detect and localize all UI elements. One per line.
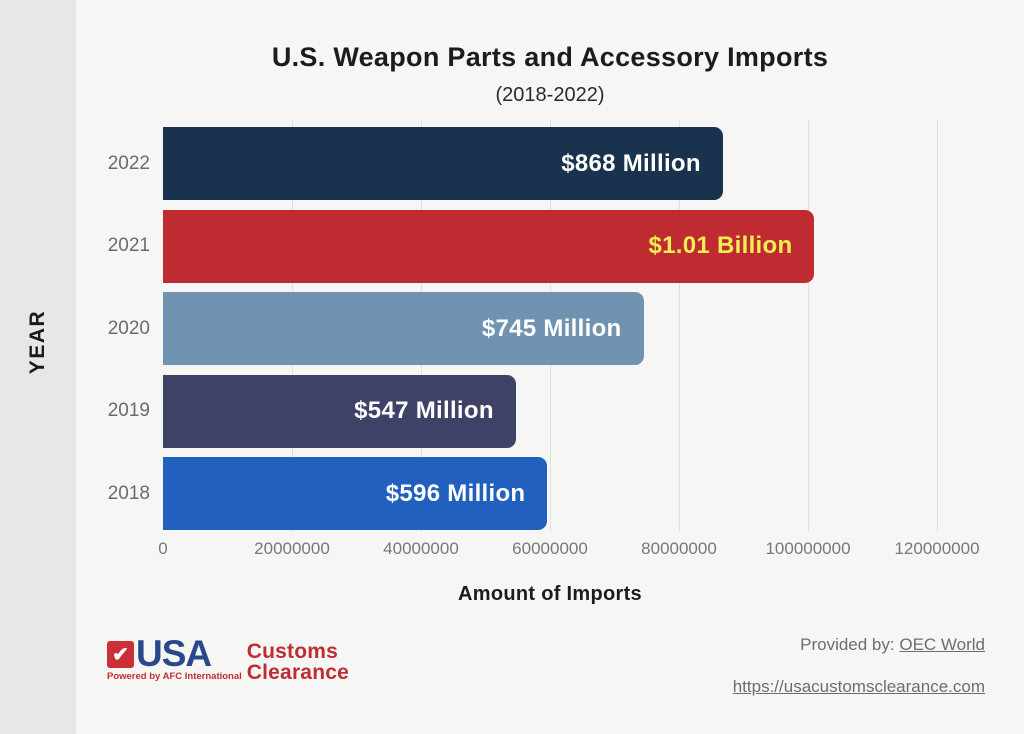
bar-value-label: $868 Million — [561, 149, 701, 177]
oec-world-link[interactable]: OEC World — [899, 635, 985, 654]
bar-row: 2021 $1.01 Billion — [76, 209, 937, 283]
bar-2021: $1.01 Billion — [163, 209, 815, 283]
bar-track: $745 Million — [163, 292, 937, 365]
logo-customs-text: Customs — [246, 640, 339, 663]
bar-2020: $745 Million — [163, 292, 644, 365]
y-tick-label: 2022 — [107, 152, 150, 174]
year-axis-strip — [0, 0, 76, 734]
x-tick-label: 0 — [158, 539, 168, 558]
bar-value-label: $547 Million — [354, 397, 494, 424]
bar-2022: $868 Million — [163, 127, 723, 200]
bar-track: $1.01 Billion — [163, 209, 937, 283]
bar-value-label: $1.01 Billion — [648, 232, 793, 259]
bar-row: 2020 $745 Million — [76, 292, 937, 365]
y-tick-label: 2020 — [107, 317, 150, 339]
bar-track: $868 Million — [163, 127, 937, 200]
logo-powered-by-text: Powered by AFC International — [107, 671, 242, 682]
chart-subtitle: (2018-2022) — [495, 84, 605, 106]
bar-value-label: $745 Million — [481, 314, 622, 342]
logo-wordmark-block: Customs Clearance — [247, 641, 349, 683]
bar-2018: $596 Million — [163, 457, 548, 530]
x-tick-label: 20000000 — [254, 539, 330, 558]
y-tick-label: 2018 — [107, 482, 150, 504]
bar-2019: $547 Million — [163, 374, 516, 448]
bar-value-label: $596 Million — [385, 479, 526, 507]
bar-row: 2018 $596 Million — [76, 457, 937, 530]
bar-rows: 2022 $868 Million 2021 $1.01 Billion 2020 $74… — [76, 127, 937, 540]
x-tick-label: 100000000 — [765, 539, 851, 558]
x-tick-label: 60000000 — [512, 539, 588, 558]
x-axis-title: Amount of Imports — [458, 583, 642, 605]
gridline — [808, 120, 809, 532]
x-tick-label: 120000000 — [894, 539, 980, 558]
bar-track: $547 Million — [163, 374, 937, 448]
x-axis-ticks: 0 20000000 40000000 60000000 80000000 1000000… — [158, 539, 979, 559]
provided-by-credit: Provided by: OEC World — [800, 635, 985, 655]
logo-left-block: ✔ USA Powered by AFC International — [107, 633, 242, 682]
checkmark-icon: ✔ — [107, 640, 134, 668]
bar-row: 2019 $547 Million — [76, 374, 937, 448]
chart-title: U.S. Weapon Parts and Accessory Imports — [271, 42, 829, 72]
x-tick-label: 40000000 — [383, 539, 459, 558]
gridline — [937, 120, 938, 532]
bar-chart-plot-area: 2022 $868 Million 2021 $1.01 Billion 2020 $74… — [108, 120, 938, 532]
gridline — [678, 120, 680, 532]
logo-clearance-text: Clearance — [246, 661, 349, 684]
provided-by-label: Provided by: — [800, 635, 900, 654]
bar-track: $596 Million — [163, 457, 937, 530]
bar-row: 2022 $868 Million — [76, 127, 937, 200]
y-tick-label: 2019 — [107, 400, 150, 421]
logo-main-row: ✔ USA — [107, 633, 242, 674]
y-axis-title: YEAR — [26, 309, 49, 375]
x-tick-label: 80000000 — [641, 539, 717, 558]
website-link[interactable]: https://usacustomsclearance.com — [732, 677, 985, 696]
y-tick-label: 2021 — [107, 235, 150, 256]
logo-usa-text: USA — [136, 633, 212, 674]
usa-customs-clearance-logo: ✔ USA Powered by AFC International Custo… — [107, 633, 349, 683]
